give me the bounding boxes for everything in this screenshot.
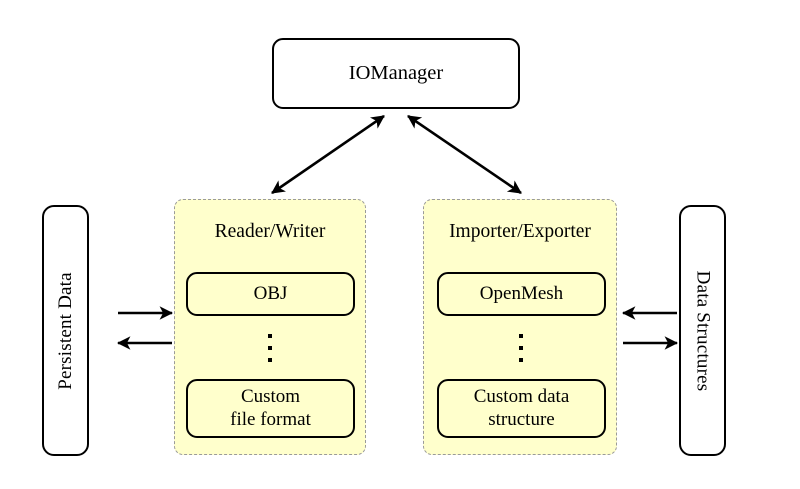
node-openmesh-label: OpenMesh	[479, 282, 564, 304]
node-custom-file-format-label: Custom file format	[230, 386, 311, 431]
node-data-structures[interactable]: Data Structures	[679, 205, 726, 456]
node-iomanager[interactable]: IOManager	[272, 38, 520, 109]
node-obj[interactable]: OBJ	[186, 272, 355, 316]
group-importer-exporter-title: Importer/Exporter	[449, 221, 591, 242]
node-obj-label: OBJ	[253, 282, 288, 304]
node-custom-file-format[interactable]: Custom file format	[186, 379, 355, 438]
node-custom-data-structure-line1: Custom data	[473, 386, 570, 408]
node-custom-data-structure-label: Custom data structure	[474, 386, 570, 431]
node-openmesh[interactable]: OpenMesh	[437, 272, 606, 316]
group-reader-writer-title: Reader/Writer	[214, 221, 326, 242]
arrow-iomanager-importer-exporter	[407, 114, 522, 195]
node-custom-file-format-line1: Custom	[240, 386, 301, 408]
ellipsis-icon-reader-writer	[264, 334, 276, 362]
ellipsis-icon-importer-exporter	[515, 334, 527, 362]
node-custom-data-structure[interactable]: Custom data structure	[437, 379, 606, 438]
node-iomanager-label: IOManager	[348, 62, 444, 85]
node-data-structures-label: Data Structures	[692, 270, 714, 391]
arrow-iomanager-reader-writer	[271, 114, 385, 195]
node-persistent-data[interactable]: Persistent Data	[42, 205, 89, 456]
node-custom-file-format-line2: file format	[230, 408, 311, 430]
node-custom-data-structure-line2: structure	[488, 408, 555, 430]
node-persistent-data-label: Persistent Data	[54, 271, 76, 390]
